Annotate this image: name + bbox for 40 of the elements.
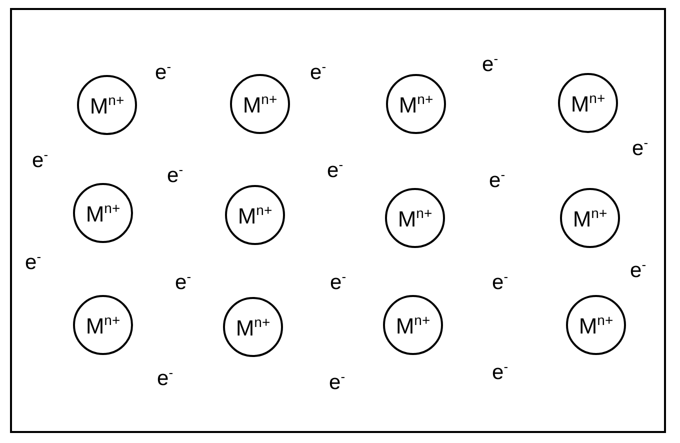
ion-label: M$^{n+}$: [236, 314, 270, 340]
electron-label: e$^{-}$: [167, 163, 184, 186]
ion-label: M$^{n+}$: [396, 312, 430, 338]
electron-label: e$^{-}$: [329, 370, 346, 393]
cation-circle: [77, 75, 137, 135]
electron-label: e$^{-}$: [492, 360, 508, 383]
cation-circle: [385, 188, 445, 248]
cation-circle: [230, 74, 290, 134]
electron-label: e$^{-}$: [327, 158, 344, 181]
electron-label: e$^{-}$: [489, 168, 506, 191]
electron-label: e$^{-}$: [492, 270, 508, 293]
electron-label: e$^{-}$: [175, 270, 192, 293]
ion-label: M$^{n+}$: [572, 206, 608, 230]
cation-circle: [383, 295, 443, 355]
electron-label: e$^{-}$: [330, 270, 346, 293]
ion-label: M$^{n+}$: [238, 202, 272, 228]
ion-label: M$^{n+}$: [570, 90, 606, 116]
electron-label: e$^{-}$: [157, 366, 174, 389]
cation-circle: [558, 73, 618, 133]
ion-label: M$^{n+}$: [578, 312, 614, 338]
cation-circle: [560, 188, 620, 248]
cation-circle: [386, 74, 446, 134]
electron-label: e$^{-}$: [32, 148, 48, 171]
ion-label: M$^{n+}$: [242, 92, 278, 116]
electron-label: e$^{-}$: [632, 136, 648, 159]
ion-label: M$^{n+}$: [86, 312, 120, 338]
ion-label: M$^{n+}$: [398, 206, 432, 230]
ion-label: M$^{n+}$: [398, 92, 434, 116]
cation-circle: [566, 295, 626, 355]
cation-circle: [225, 185, 285, 245]
cation-circle: [73, 183, 133, 243]
cation-circle: [223, 297, 283, 357]
electron-label: e$^{-}$: [630, 258, 646, 281]
electron-label: e$^{-}$: [155, 60, 172, 83]
electron-label: e$^{-}$: [310, 60, 326, 83]
ion-label: M$^{n+}$: [86, 200, 120, 226]
cation-circle: [73, 295, 133, 355]
electron-label: e$^{-}$: [25, 250, 42, 273]
ion-label: M$^{n+}$: [90, 92, 124, 118]
electron-label: e$^{-}$: [482, 52, 498, 75]
